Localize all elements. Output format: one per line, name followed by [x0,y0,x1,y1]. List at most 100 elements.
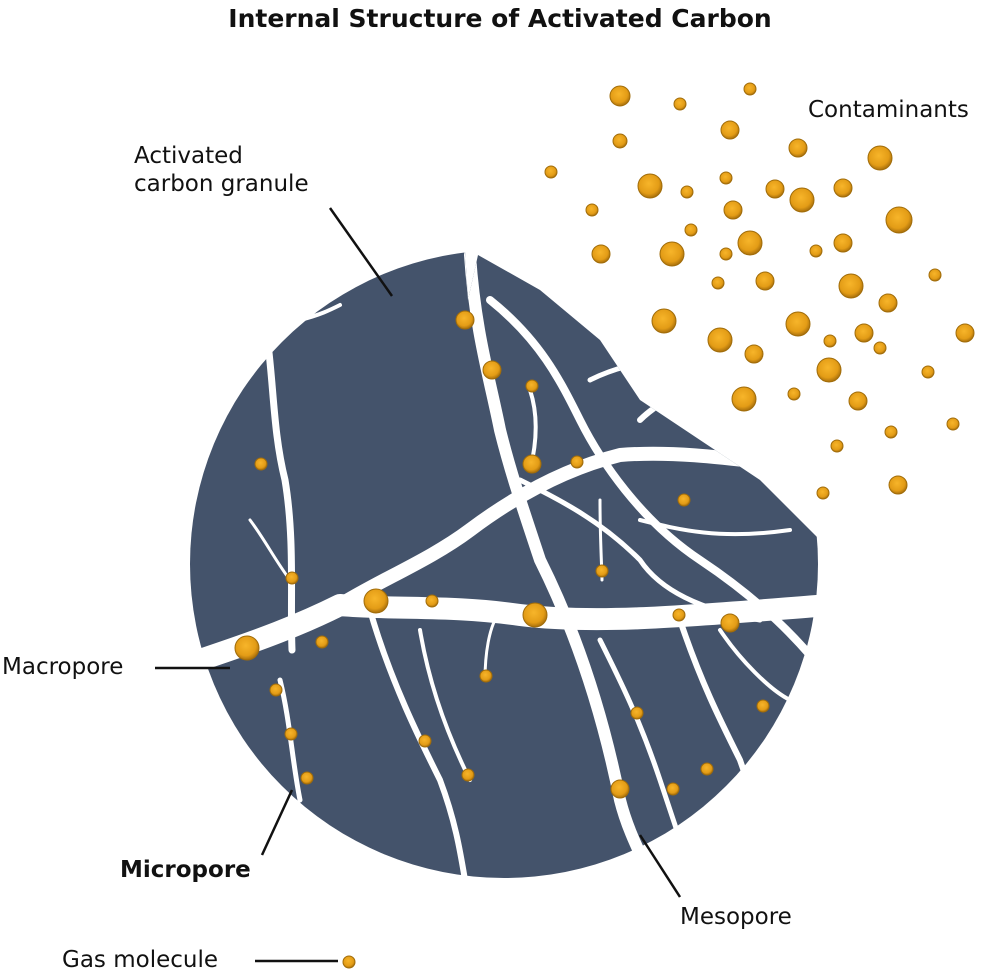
gas-molecule [673,97,687,111]
gas-molecule [788,138,808,158]
diagram-title: Internal Structure of Activated Carbon [228,4,772,33]
pore-1 [333,446,837,612]
gas-molecule [609,85,631,107]
gas-molecule [888,475,908,495]
gas-molecule [659,241,685,267]
gas-molecule [672,608,686,622]
gas-molecule [630,706,644,720]
gas-molecule [833,233,853,253]
gas-molecule [809,244,823,258]
gas-molecule [254,457,268,471]
gas-molecule [479,669,493,683]
granule-label: Activated carbon granule [134,142,309,198]
pore-9 [677,617,773,833]
gas-molecule [955,323,975,343]
gas-molecule [637,173,663,199]
gas-molecule [461,768,475,782]
gas-molecule [787,387,801,401]
gas-molecule [731,386,757,412]
gas-molecule [720,613,740,633]
gas-molecule [651,308,677,334]
micropore-leader [260,789,294,856]
gas-molecule [719,247,733,261]
pore-6 [367,607,468,883]
gas-molecule [723,200,743,220]
gas-molecule [591,244,611,264]
gas-molecule [711,276,725,290]
gas-molecule [833,178,853,198]
gas-molecule [744,344,764,364]
macropore-label: Macropore [2,654,124,680]
granule-leader [328,207,394,297]
contaminants-label: Contaminants [808,97,969,123]
gas-molecule [284,727,298,741]
gas-molecule [700,762,714,776]
pore-12 [517,477,763,623]
gas-molecule [300,771,314,785]
gas-molecule [789,187,815,213]
pore-3 [486,296,834,684]
gas-molecule [525,379,539,393]
pore-4 [256,296,296,654]
gas-molecule [719,171,733,185]
gas-molecule [425,594,439,608]
gas-molecule [315,635,329,649]
gas-molecule [928,268,942,282]
leader-lines [155,207,682,963]
gas-molecule [884,425,898,439]
gas-molecule [838,273,864,299]
pore-8 [597,637,693,873]
gas-molecule [285,571,299,585]
pore-19 [248,518,292,582]
mesopore-leader [638,834,682,898]
legend-gas-molecule-icon [342,955,356,969]
gas-molecule [816,486,830,500]
gas-molecule [234,635,260,661]
gas-molecule [684,223,698,237]
gas-molecule [756,699,770,713]
gas-molecule [720,120,740,140]
gas-molecule [680,185,694,199]
gas-molecule [610,779,630,799]
gas-molecule [816,357,842,383]
gas-molecules [234,82,975,969]
gas-molecule [765,179,785,199]
gas-molecule [544,165,558,179]
gas-molecule [946,417,960,431]
mesopore-label: Mesopore [680,904,792,930]
gas-molecule [522,602,548,628]
gas-molecule [418,734,432,748]
gas-molecule-label: Gas molecule [62,947,218,973]
gas-molecule [585,203,599,217]
gas-molecule [848,391,868,411]
micropore-label: Micropore [120,857,251,883]
gas-molecule [612,133,628,149]
granule-label-line1: Activated [134,143,243,169]
gas-molecule [743,82,757,96]
granule-label-line2: carbon granule [134,171,309,197]
gas-molecule [873,341,887,355]
gas-molecule [482,360,502,380]
gas-molecule [269,683,283,697]
pore-7 [418,628,472,782]
gas-molecule [363,588,389,614]
gas-molecule [830,439,844,453]
gas-molecule [854,323,874,343]
pore-14 [298,303,342,322]
gas-molecule [677,493,691,507]
pore-16 [718,628,792,702]
gas-molecule [595,564,609,578]
pore-13 [638,518,792,537]
gas-molecule [823,334,837,348]
gas-molecule [921,365,935,379]
gas-molecule [666,782,680,796]
gas-molecule [522,454,542,474]
gas-molecule [867,145,893,171]
gas-molecule [885,206,913,234]
gas-molecule [737,230,763,256]
gas-molecule [755,271,775,291]
gas-molecule [785,311,811,337]
gas-molecule [570,455,584,469]
gas-molecule [707,327,733,353]
gas-molecule [878,293,898,313]
